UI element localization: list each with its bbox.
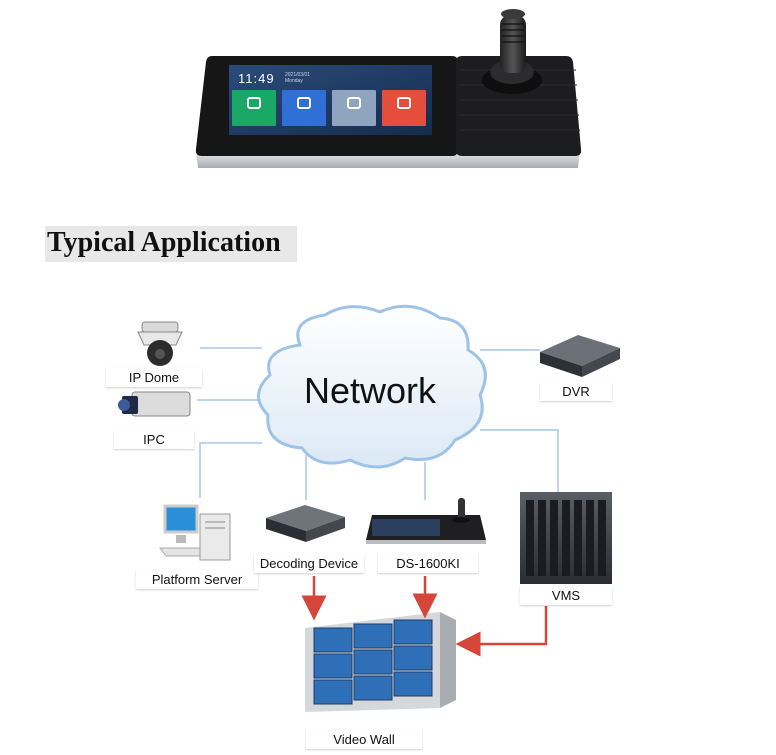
network-label: Network bbox=[303, 370, 437, 411]
keyboard-product-photo bbox=[195, 9, 582, 168]
video-wall-screen bbox=[353, 675, 393, 701]
keyboard-label: DS-1600KI bbox=[378, 554, 478, 573]
video-wall-screen bbox=[353, 623, 393, 649]
video-wall-screen bbox=[393, 671, 433, 697]
output-arrows bbox=[301, 576, 548, 657]
section-heading-bg: Typical Application bbox=[45, 226, 297, 262]
screen-tile-screens bbox=[332, 90, 376, 126]
dvr-icon bbox=[540, 335, 620, 377]
platform-server-icon bbox=[159, 504, 231, 561]
screen-tile-settings bbox=[232, 90, 276, 126]
ipc-label: IPC bbox=[114, 430, 194, 449]
section-heading: Typical Application bbox=[47, 227, 281, 258]
ip-dome-icon bbox=[137, 321, 183, 366]
screens-icon bbox=[347, 97, 361, 109]
video-wall-screen bbox=[313, 627, 353, 653]
video-wall-screen bbox=[393, 645, 433, 671]
screen-tile-monitor bbox=[282, 90, 326, 126]
video-wall-screen bbox=[353, 649, 393, 675]
connection-lines bbox=[197, 347, 559, 500]
video-wall-screen bbox=[393, 619, 433, 645]
screen-date: 2021/03/01 Monday bbox=[285, 72, 311, 84]
decoding-device-icon bbox=[266, 505, 345, 542]
platform-server-label: Platform Server bbox=[136, 570, 258, 589]
screen-tile-user bbox=[382, 90, 426, 126]
video-wall-screen bbox=[313, 679, 353, 705]
decoding-device-label: Decoding Device bbox=[254, 554, 364, 573]
monitor-icon bbox=[297, 97, 311, 109]
keyboard-icon bbox=[366, 498, 486, 544]
dvr-label: DVR bbox=[540, 382, 612, 401]
screen-clock: 11:49 bbox=[238, 71, 275, 86]
network-cloud bbox=[257, 304, 487, 469]
ip-dome-label: IP Dome bbox=[106, 368, 202, 387]
video-wall-label: Video Wall bbox=[306, 730, 422, 749]
gear-icon bbox=[247, 97, 261, 109]
ipc-camera-icon bbox=[118, 391, 191, 417]
video-wall-screens bbox=[313, 619, 433, 705]
video-wall-screen bbox=[313, 653, 353, 679]
vms-rack-icon bbox=[520, 492, 612, 584]
user-icon bbox=[397, 97, 411, 109]
vms-label: VMS bbox=[520, 586, 612, 605]
